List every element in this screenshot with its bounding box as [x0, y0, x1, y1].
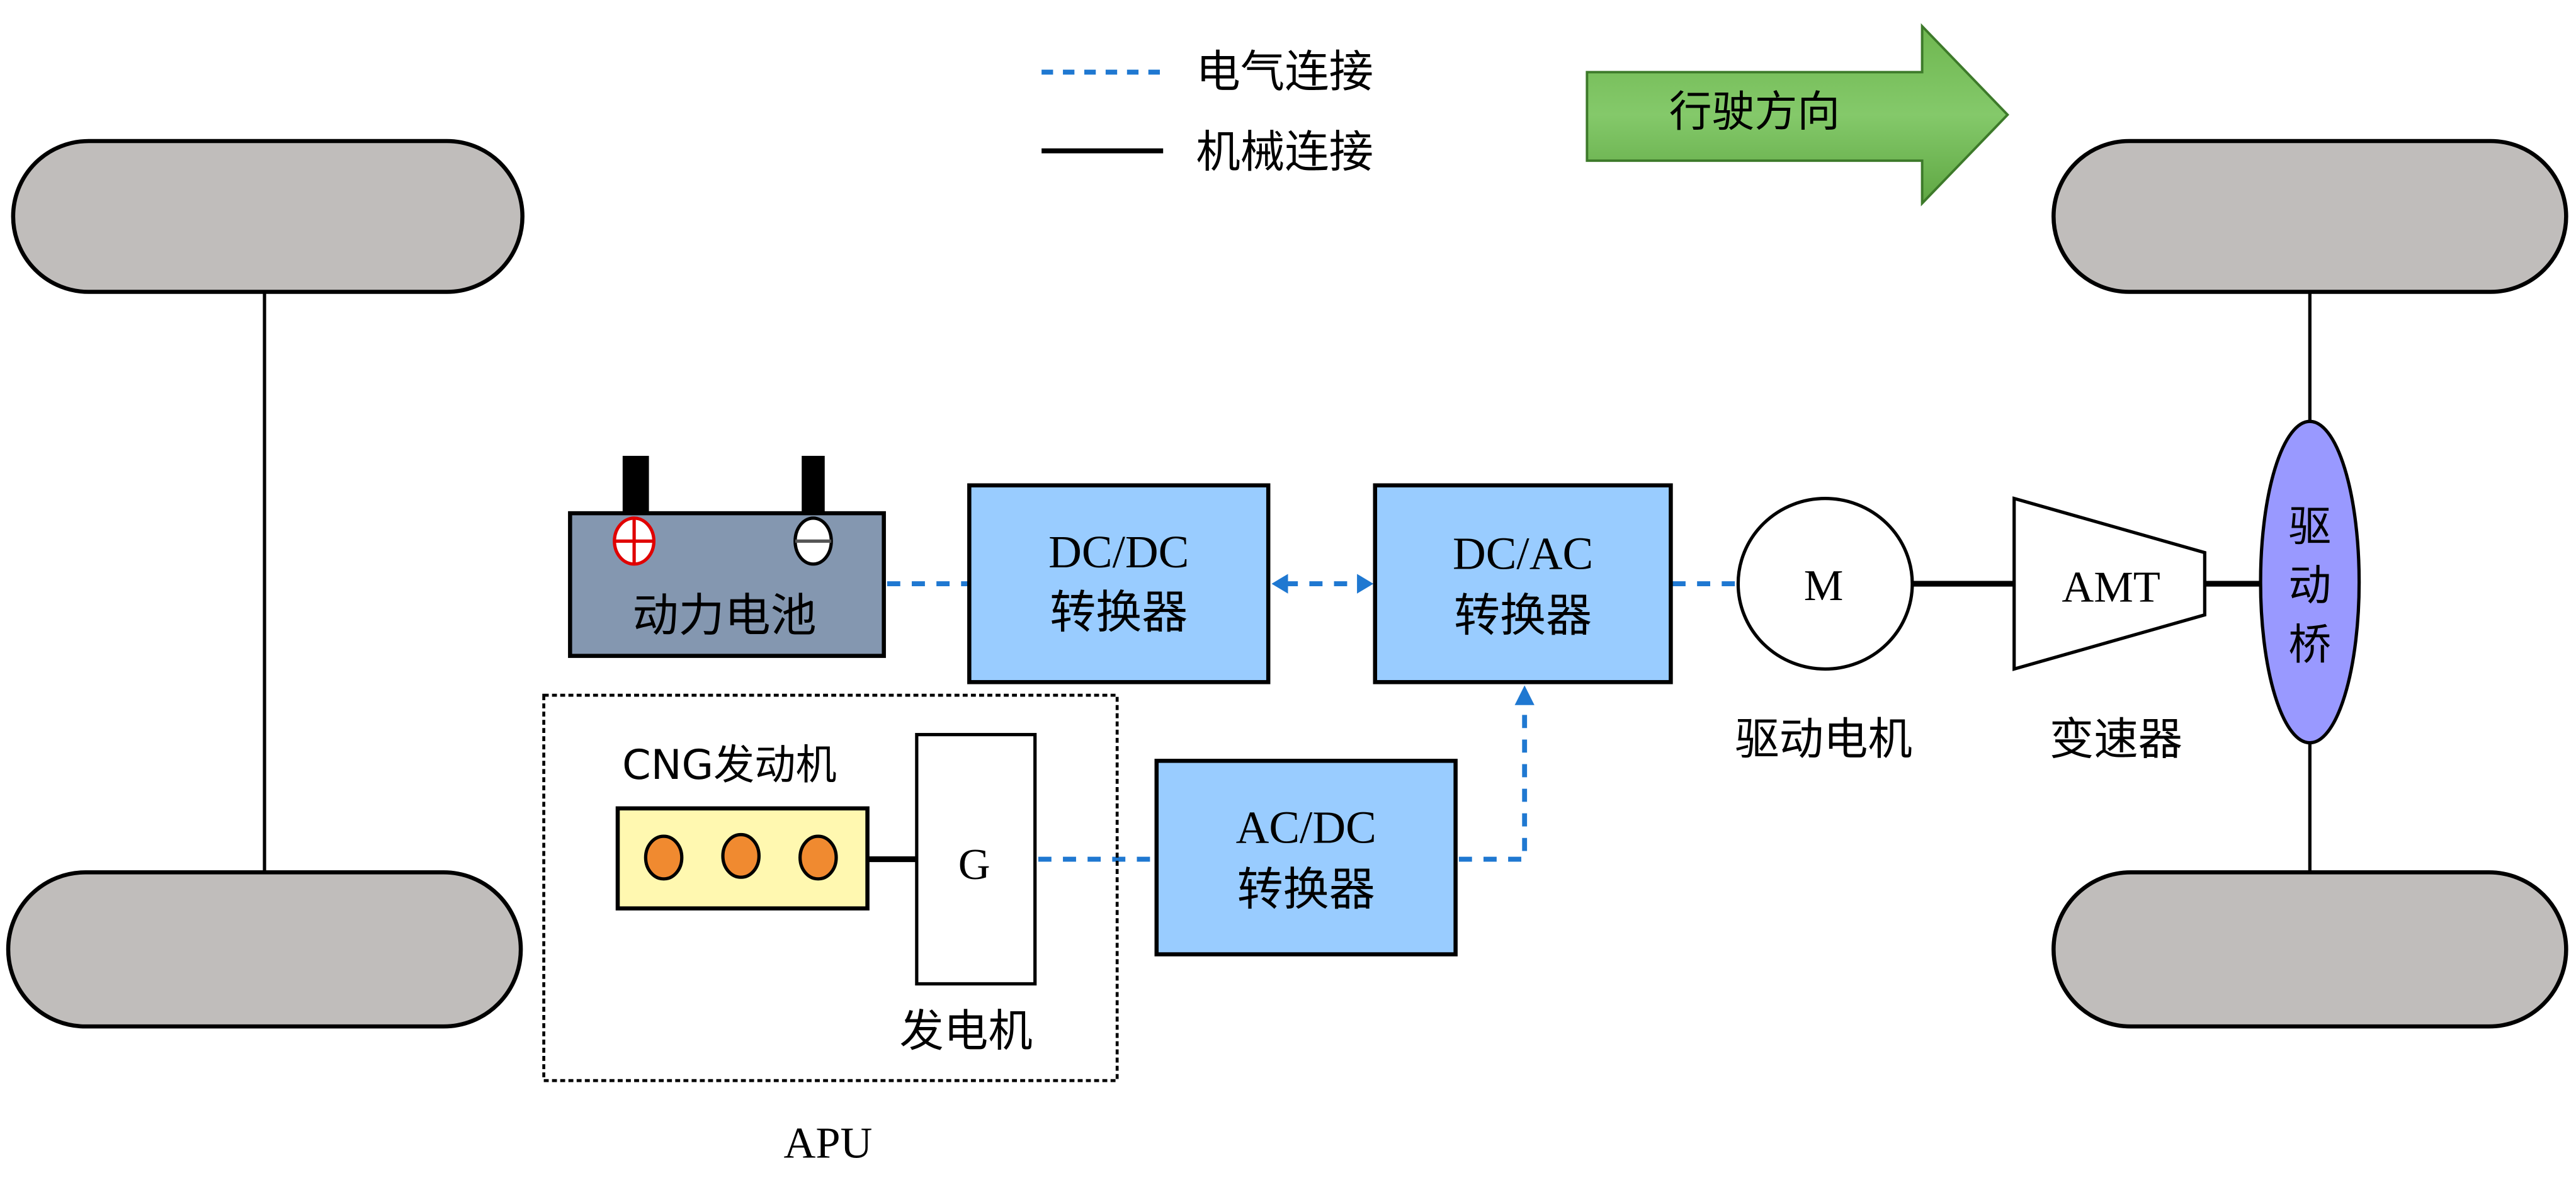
drive-axle-ellipse [2259, 419, 2361, 745]
drive-axle: 驱 动 桥 [2259, 419, 2361, 745]
dcdc-box [967, 483, 1271, 684]
wheel-front-right-bottom [2051, 870, 2568, 1029]
wheel-rear-left-top [11, 139, 525, 294]
drive-motor: M 驱动电机 [1735, 497, 1914, 765]
acdc-box [1154, 759, 1458, 956]
dcac-converter: DC/AC 转换器 [1373, 483, 1673, 684]
drive-axle-char-2: 动 [2288, 560, 2331, 610]
mechanical-connections [867, 581, 2264, 863]
apu-group: CNG发动机 G 发电机 APU [542, 693, 1119, 1168]
wheel-rear-left-bottom [6, 870, 523, 1029]
drive-axle-char-1: 驱 [2288, 501, 2331, 551]
wheel-front-right-top [2051, 139, 2568, 294]
amt-transmission: AMT 变速器 [2012, 496, 2206, 765]
apu-boundary [542, 693, 1119, 1082]
rear-axle-assembly [6, 139, 525, 1029]
arrow-right-icon [1586, 23, 2009, 207]
minus-icon [793, 516, 833, 566]
dcac-box [1373, 483, 1673, 684]
motor-circle [1736, 497, 1914, 671]
plus-icon [613, 516, 656, 566]
engine-caption: CNG发动机 [622, 742, 837, 789]
arrowhead-left-icon [1271, 574, 1288, 594]
apu-label: APU [784, 1119, 873, 1168]
dcdc-label-line2: 转换器 [1050, 586, 1188, 639]
legend: 电气连接 机械连接 [1041, 46, 1373, 178]
power-battery: 动力电池 [568, 455, 886, 658]
dcac-label-line2: 转换器 [1454, 589, 1592, 643]
generator-box [915, 733, 1037, 986]
acdc-to-dcac-link [1458, 701, 1528, 862]
amt-trapezoid [2012, 496, 2206, 671]
driving-direction-arrow: 行驶方向 [1586, 23, 2009, 207]
generator: G 发电机 [899, 733, 1037, 1057]
motor-symbol: M [1804, 561, 1844, 610]
cylinder-icon [798, 834, 838, 881]
front-axle-assembly [2051, 139, 2568, 1029]
legend-mechanical-label: 机械连接 [1196, 127, 1373, 178]
dcdc-converter: DC/DC 转换器 [967, 483, 1271, 684]
battery-terminal-negative-post [802, 455, 825, 522]
cng-engine [615, 806, 870, 911]
cylinder-icon [721, 832, 761, 879]
arrowhead-right-icon [1357, 574, 1374, 594]
acdc-label-line1: AC/DC [1236, 802, 1376, 853]
drive-axle-char-3: 桥 [2288, 620, 2331, 669]
battery-label: 动力电池 [633, 589, 817, 643]
arrowhead-up-icon [1514, 685, 1535, 705]
motor-caption: 驱动电机 [1735, 713, 1912, 765]
battery-terminal-positive-post [622, 455, 649, 522]
generator-caption: 发电机 [899, 1005, 1032, 1057]
generator-symbol: G [958, 840, 990, 889]
driving-direction-label: 行驶方向 [1669, 87, 1840, 137]
dcac-label-line1: DC/AC [1453, 528, 1593, 579]
dcdc-label-line1: DC/DC [1048, 526, 1189, 577]
acdc-label-line2: 转换器 [1237, 863, 1375, 917]
legend-electrical-label: 电气连接 [1196, 46, 1373, 98]
cylinder-icon [644, 834, 684, 881]
acdc-converter: AC/DC 转换器 [1154, 759, 1458, 956]
amt-symbol: AMT [2062, 563, 2160, 612]
transmission-caption: 变速器 [2050, 713, 2182, 765]
arrowheads [1271, 574, 1535, 705]
